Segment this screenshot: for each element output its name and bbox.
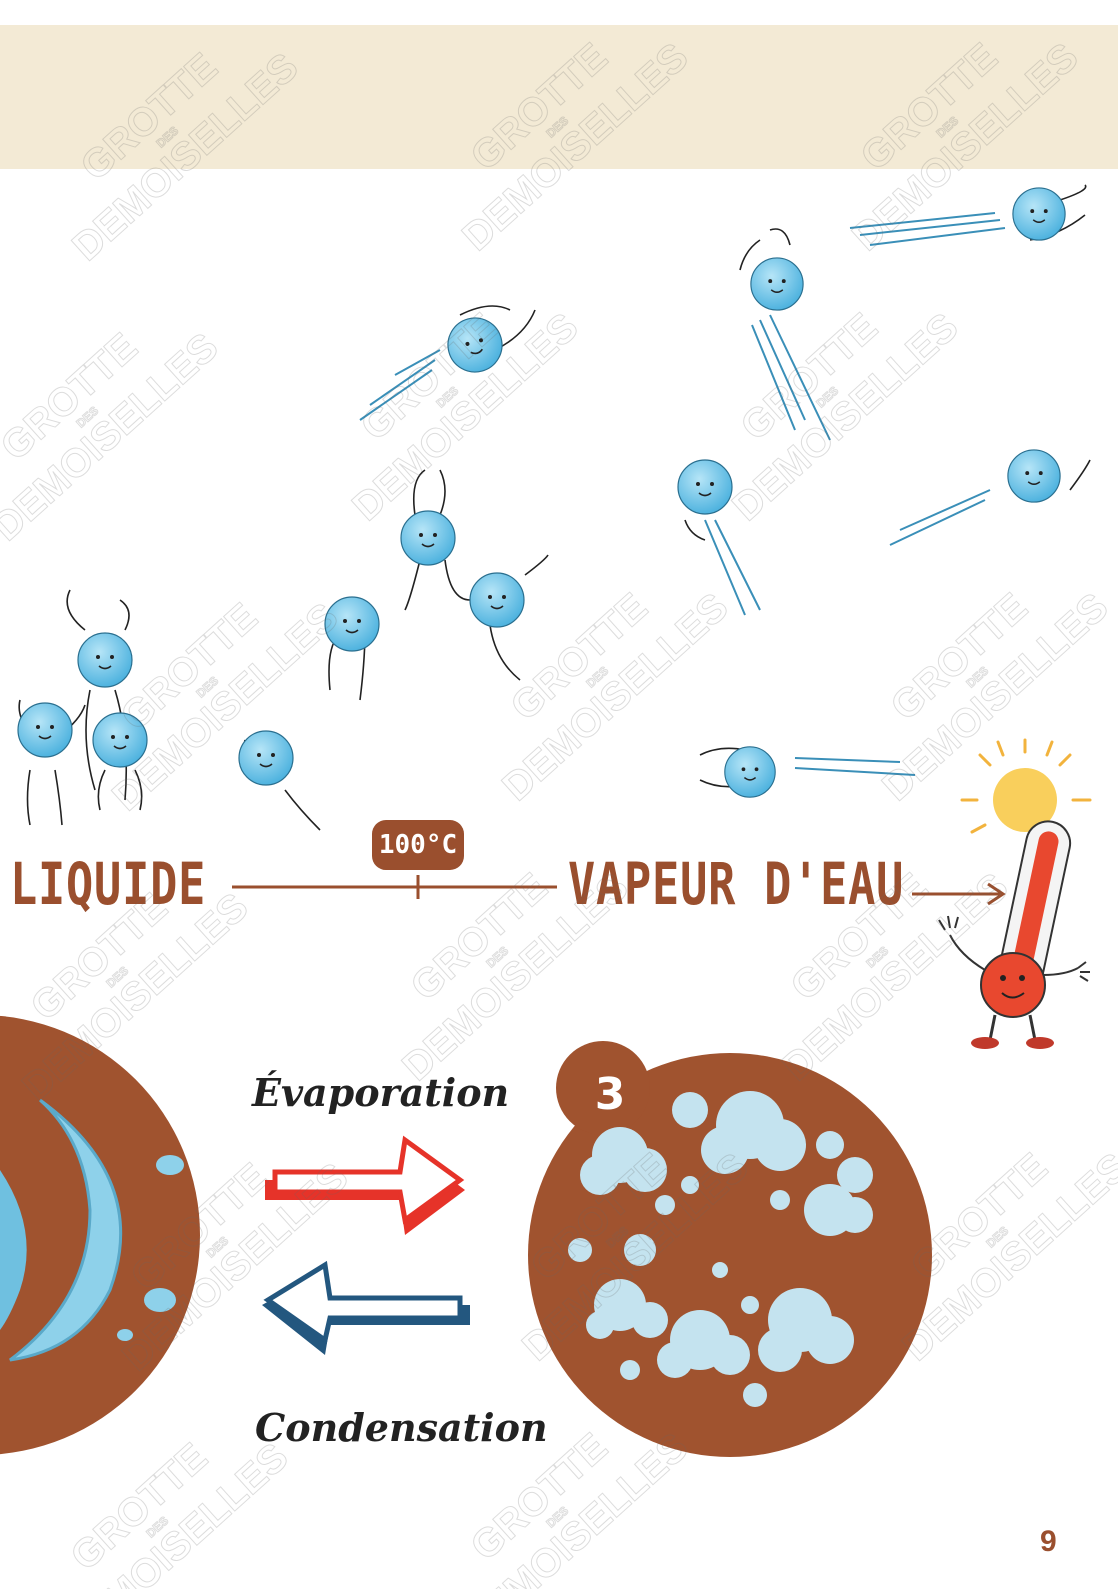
- evaporation-arrow-icon: [265, 1140, 465, 1235]
- state-liquid-label: LIQUIDE: [10, 855, 206, 913]
- condensation-label: Condensation: [255, 1405, 548, 1450]
- state-vapor-label: VAPEUR D'EAU: [568, 855, 904, 913]
- temperature-badge: 100°C: [372, 820, 464, 870]
- water-splash-icon: [0, 1015, 200, 1455]
- sun-icon: [962, 740, 1090, 832]
- page-number: 9: [1040, 1525, 1057, 1559]
- evaporation-label: Évaporation: [252, 1070, 509, 1115]
- condensation-arrow-icon: [262, 1265, 470, 1355]
- thermometer-character-icon: [939, 817, 1090, 1049]
- step-number-badge: 3: [560, 1050, 660, 1140]
